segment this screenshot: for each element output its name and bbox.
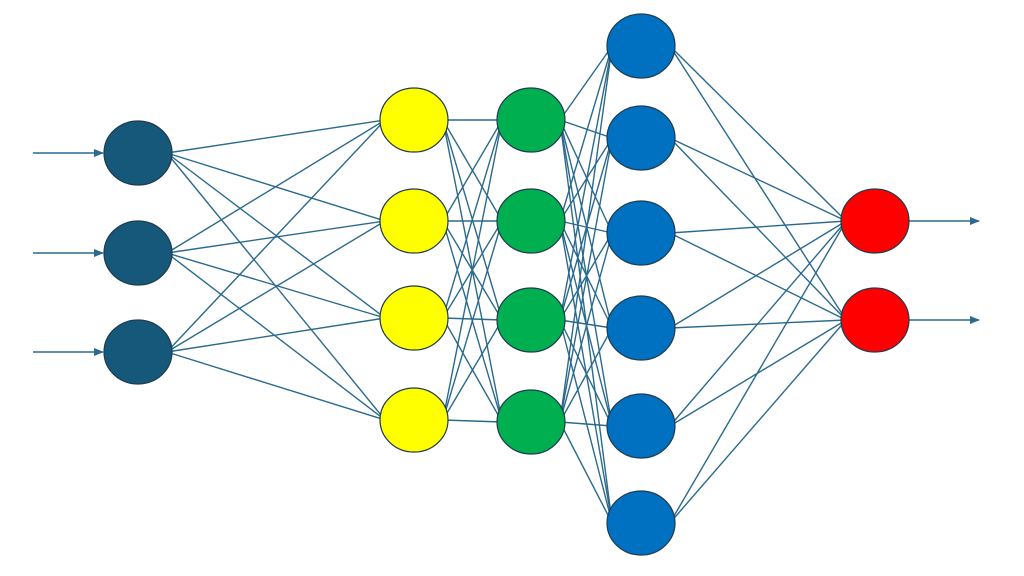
connection-line xyxy=(559,119,613,139)
connection-line xyxy=(166,119,386,353)
connection-line xyxy=(166,119,386,254)
connection-line xyxy=(442,119,503,319)
connection-line xyxy=(442,119,503,222)
connection-line xyxy=(559,327,613,423)
connection-line xyxy=(559,319,613,427)
hidden-layer-3-node xyxy=(606,295,676,361)
connection-line xyxy=(166,317,386,353)
input-layer-node xyxy=(103,220,173,286)
connection-line xyxy=(166,252,386,421)
hidden-layer-2-node xyxy=(496,87,566,153)
connection-line xyxy=(669,220,847,329)
connection-line xyxy=(669,232,847,321)
connection-line xyxy=(442,119,503,421)
connection-line xyxy=(442,220,503,421)
hidden-layer-1-node xyxy=(379,188,449,254)
connection-line xyxy=(166,252,386,319)
input-layer-node xyxy=(103,120,173,186)
connection-line xyxy=(669,137,847,222)
connection-line xyxy=(669,137,847,321)
connection-line xyxy=(166,220,386,353)
connection-line xyxy=(559,119,613,234)
hidden-layer-3-node xyxy=(606,105,676,171)
hidden-layer-3-node xyxy=(606,200,676,266)
connection-line xyxy=(559,137,613,423)
connection-line xyxy=(669,220,847,234)
hidden-layer-2-node xyxy=(496,389,566,455)
hidden-layer-3-node xyxy=(606,490,676,556)
connection-line xyxy=(166,351,386,421)
connection-line xyxy=(559,232,613,423)
connection-line xyxy=(669,45,847,321)
connection-line xyxy=(559,45,613,321)
connection-line xyxy=(559,45,613,222)
output-layer-node xyxy=(840,287,910,353)
connection-line xyxy=(559,45,613,121)
connection-line xyxy=(669,220,847,524)
hidden-layer-3-node xyxy=(606,13,676,79)
connection-line xyxy=(559,45,613,423)
connection-line xyxy=(559,421,613,427)
io-arrows xyxy=(33,149,980,356)
output-layer-node xyxy=(840,188,910,254)
hidden-layer-1-node xyxy=(379,387,449,453)
connection-line xyxy=(669,319,847,524)
hidden-layer-3-node xyxy=(606,393,676,459)
connection-line xyxy=(559,319,613,524)
hidden-layer-2-node xyxy=(496,287,566,353)
connection-line xyxy=(559,220,613,329)
input-layer-node xyxy=(103,319,173,385)
connection-line xyxy=(442,319,503,421)
connection-line xyxy=(669,220,847,427)
neuron-nodes xyxy=(103,13,910,556)
hidden-layer-1-node xyxy=(379,87,449,153)
connection-line xyxy=(559,119,613,329)
hidden-layer-1-node xyxy=(379,285,449,351)
connection-lines xyxy=(166,45,847,524)
connection-line xyxy=(166,119,386,154)
connection-line xyxy=(442,419,503,423)
connection-line xyxy=(669,45,847,222)
hidden-layer-2-node xyxy=(496,188,566,254)
connection-line xyxy=(559,421,613,524)
connection-line xyxy=(559,319,613,329)
